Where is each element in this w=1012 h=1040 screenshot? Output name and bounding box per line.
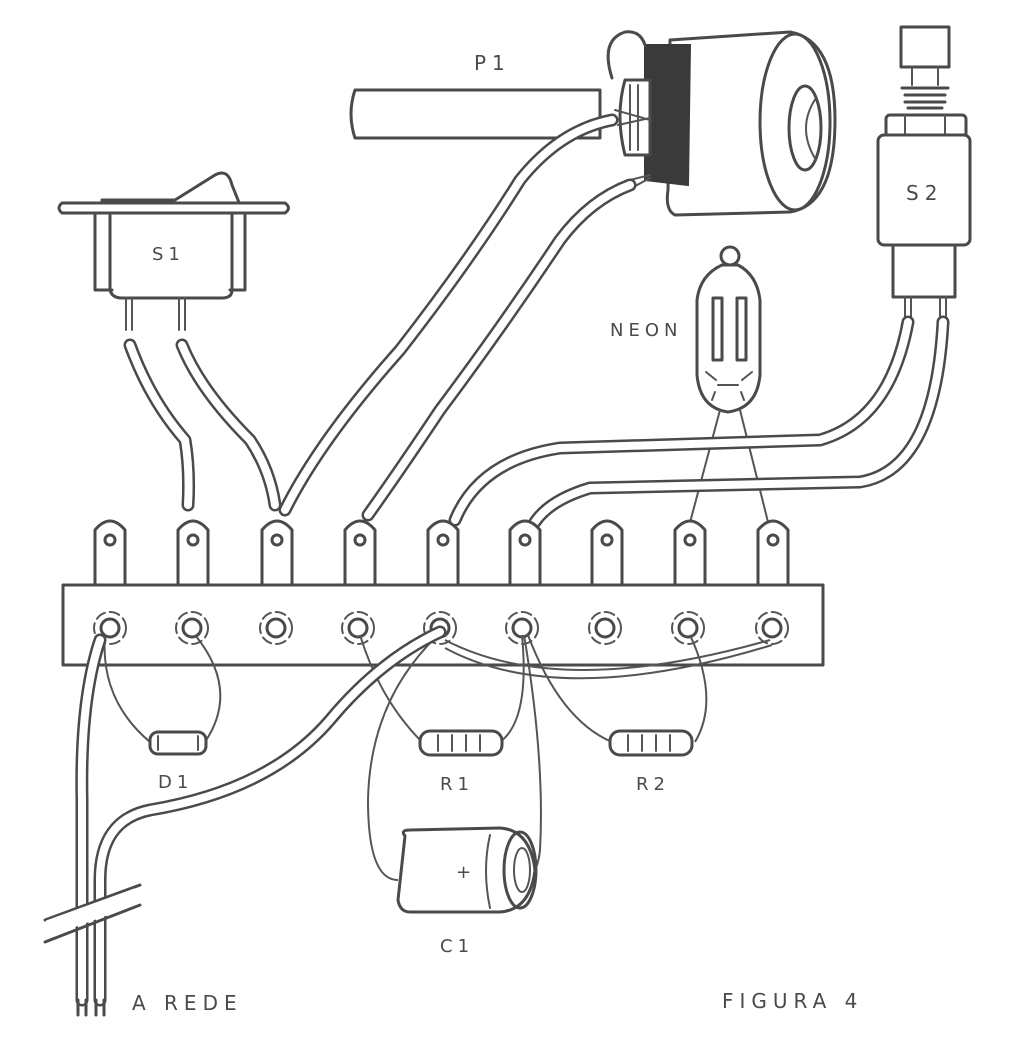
d1-diode: D1 <box>103 634 222 793</box>
lower-leads <box>444 639 773 680</box>
d1-label: D1 <box>158 772 193 793</box>
mains-cord: A REDE <box>43 625 447 1017</box>
figure-caption: FIGURA 4 <box>722 989 863 1013</box>
c1-capacitor: + C1 <box>366 634 542 957</box>
s1-rocker-switch: S1 <box>57 171 290 331</box>
r2-resistor: R2 <box>527 634 708 795</box>
neon-label: NEON <box>610 320 682 341</box>
s2-label: S2 <box>906 181 943 205</box>
p1-label: P1 <box>474 51 511 75</box>
s2-push-switch: S2 <box>876 25 972 319</box>
mains-label: A REDE <box>132 991 243 1015</box>
c1-polarity: + <box>456 862 476 883</box>
c1-label: C1 <box>440 936 474 957</box>
p1-potentiometer: P1 <box>349 30 837 217</box>
r2-label: R2 <box>636 774 670 795</box>
s1-label: S1 <box>152 244 185 265</box>
terminal-strip <box>61 519 825 667</box>
neon-lamp: NEON <box>610 245 771 531</box>
r1-label: R1 <box>440 774 474 795</box>
upper-wiring <box>123 113 950 529</box>
terminal-lugs <box>93 519 790 585</box>
r1-resistor: R1 <box>359 634 525 795</box>
